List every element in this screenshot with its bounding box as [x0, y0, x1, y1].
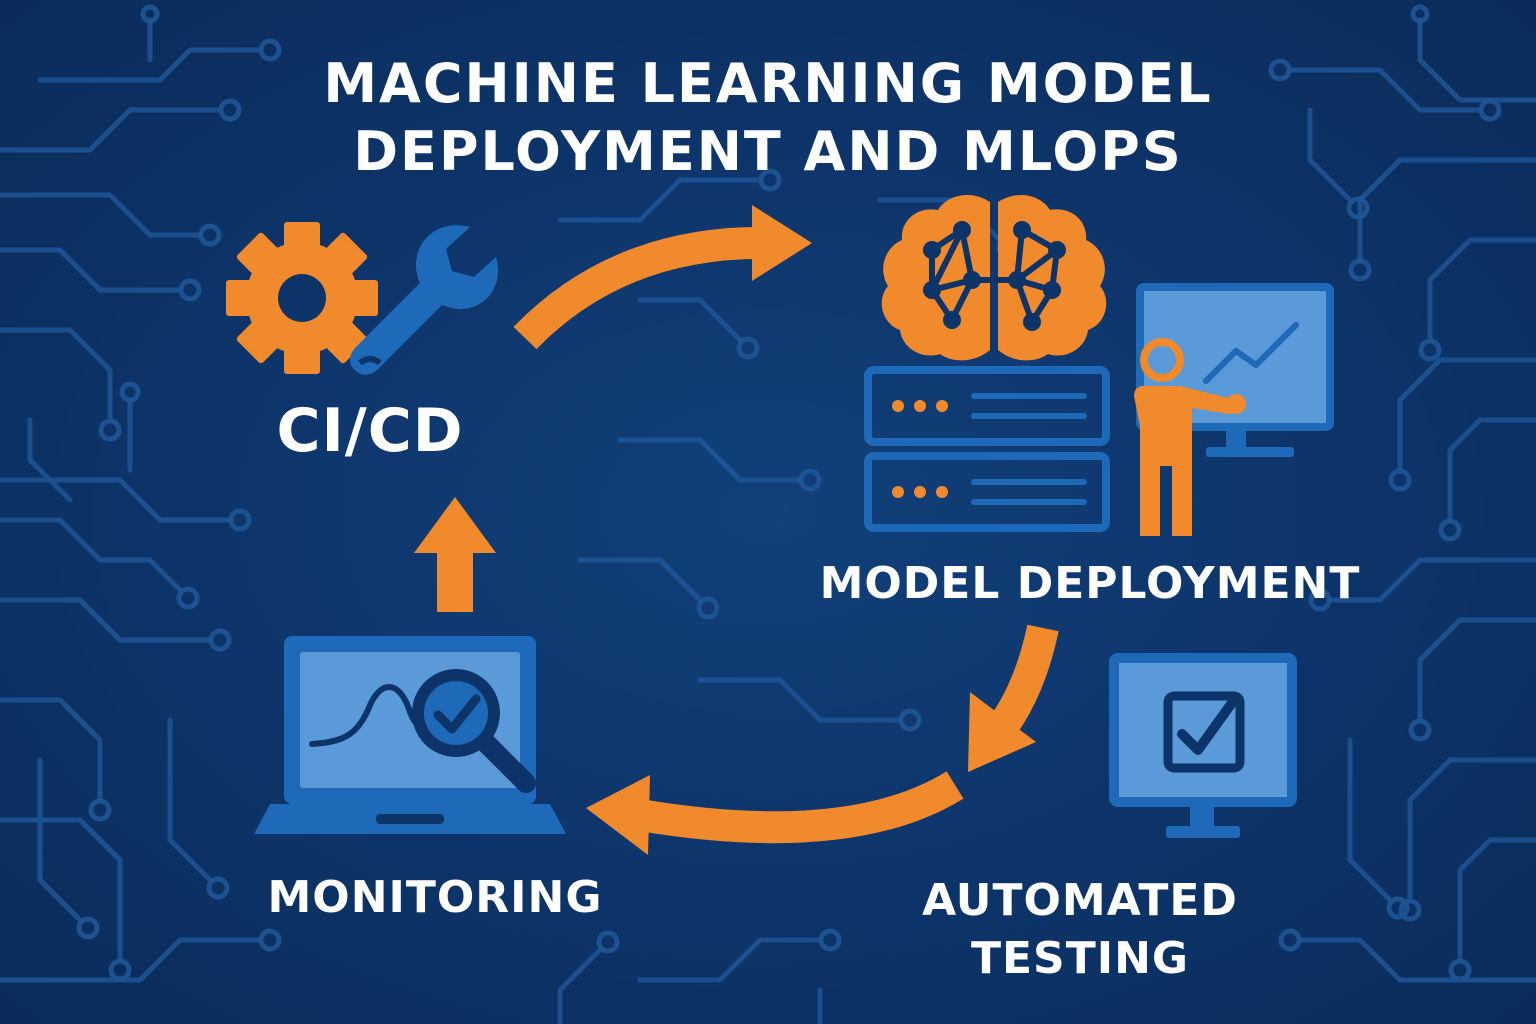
stage-label-automated-testing-line-2: TESTING [970, 933, 1190, 984]
arrow-monitoring-to-cicd [414, 497, 496, 612]
stage-label-cicd: CI/CD [276, 396, 464, 466]
arrow-testing-to-monitoring [586, 771, 964, 855]
presenter-icon [1134, 338, 1246, 536]
page-title: MACHINE LEARNING MODEL DEPLOYMENT AND ML… [0, 50, 1536, 186]
arrow-cicd-to-deployment [513, 205, 812, 350]
stage-label-automated-testing: AUTOMATED TESTING [880, 872, 1280, 988]
gear-icon [226, 222, 378, 374]
stage-label-monitoring: MONITORING [267, 872, 603, 923]
title-line-2: DEPLOYMENT AND MLOPS [353, 120, 1183, 183]
monitor-checkbox-icon [1109, 653, 1297, 838]
arrow-deployment-to-testing [968, 624, 1059, 772]
wrench-icon [350, 225, 499, 375]
stage-label-model-deployment: MODEL DEPLOYMENT [819, 558, 1361, 609]
server-stack-icon [864, 366, 1110, 532]
magnifier-check-icon [412, 669, 536, 793]
brain-network-icon [881, 195, 1107, 361]
stage-label-automated-testing-line-1: AUTOMATED [922, 875, 1238, 926]
title-line-1: MACHINE LEARNING MODEL [323, 52, 1213, 115]
